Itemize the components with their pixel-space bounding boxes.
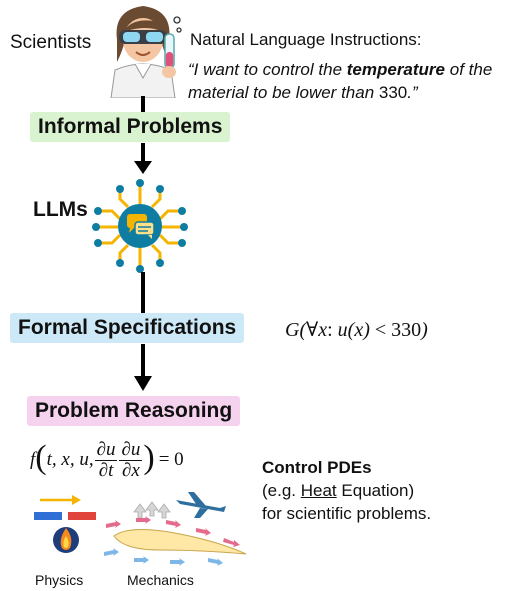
nl-instruction-quote: “I want to control the temperature of th… bbox=[188, 58, 500, 104]
control-pdes-title: Control PDEs bbox=[262, 458, 372, 477]
spec-u: u bbox=[337, 319, 348, 341]
connector-line bbox=[141, 272, 145, 316]
quote-open: “I want to control the bbox=[188, 60, 347, 79]
problem-reasoning-box: Problem Reasoning bbox=[27, 396, 241, 426]
nl-instructions-header: Natural Language Instructions: bbox=[190, 30, 422, 49]
spec-formula: G(∀x: u(x) < 330) bbox=[285, 319, 428, 341]
quote-close: .” bbox=[407, 83, 418, 102]
frac-num: ∂u bbox=[94, 438, 118, 461]
quote-emphasis: temperature bbox=[346, 60, 446, 79]
paren-left: ( bbox=[35, 439, 47, 476]
physics-label: Physics bbox=[35, 572, 84, 588]
informal-problems-box: Informal Problems bbox=[30, 112, 231, 142]
pde-rhs: = 0 bbox=[158, 449, 184, 470]
mechanics-label: Mechanics bbox=[127, 572, 194, 588]
physics-icon bbox=[32, 490, 100, 570]
frac-den: ∂t bbox=[98, 459, 114, 481]
llms-label: LLMs bbox=[33, 198, 88, 221]
fraction-du-dt: ∂u∂t bbox=[94, 438, 118, 481]
spec-x2: x bbox=[354, 319, 364, 341]
control-pdes-purpose: for scientific problems. bbox=[262, 504, 432, 523]
scientist-icon bbox=[103, 0, 183, 99]
quote-mid: of the material to be lower than bbox=[188, 60, 493, 102]
fraction-du-dx: ∂u∂x bbox=[119, 438, 143, 481]
frac-num: ∂u bbox=[119, 438, 143, 461]
example-pre: (e.g. bbox=[262, 481, 301, 500]
frac-den: ∂x bbox=[122, 459, 140, 481]
spec-forall: ∀ bbox=[306, 319, 319, 341]
spec-colon: : bbox=[327, 319, 333, 341]
scientists-label: Scientists bbox=[10, 32, 92, 53]
spec-G: G bbox=[285, 319, 300, 341]
spec-x: x bbox=[318, 319, 328, 341]
spec-comparison: < 330 bbox=[374, 319, 422, 341]
down-arrow bbox=[131, 143, 155, 175]
mechanics-icon bbox=[100, 488, 252, 572]
control-pdes-example: (e.g. Heat Equation) bbox=[262, 479, 431, 502]
quote-number: 330 bbox=[378, 83, 408, 102]
down-arrow bbox=[131, 344, 155, 392]
connector-line bbox=[141, 96, 145, 114]
heat-link: Heat bbox=[300, 481, 337, 500]
pde-formula: f ( t, x, u, ∂u∂t ∂u∂x ) = 0 bbox=[30, 436, 184, 484]
llm-chip-icon bbox=[90, 177, 190, 275]
control-pdes-text: Control PDEs (e.g. Heat Equation) for sc… bbox=[262, 456, 431, 525]
paren-right: ) bbox=[143, 439, 155, 476]
formal-specifications-box: Formal Specifications bbox=[10, 313, 245, 343]
pde-f: f bbox=[30, 449, 36, 470]
pde-vars: t, x, u, bbox=[46, 449, 94, 470]
example-post: Equation) bbox=[336, 481, 415, 500]
